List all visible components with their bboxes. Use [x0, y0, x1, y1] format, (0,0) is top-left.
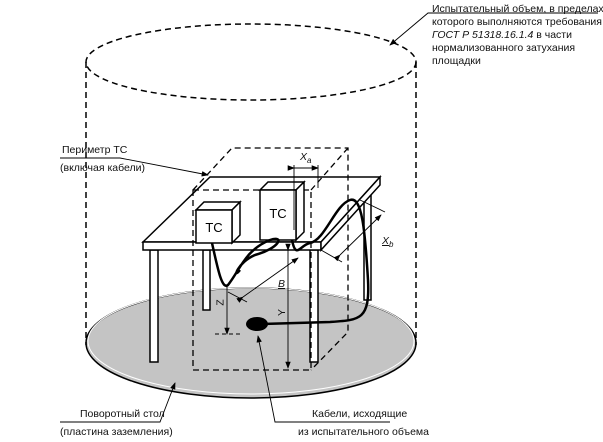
- dim-xb: Xb: [382, 235, 394, 250]
- eut-perimeter-box: [192, 147, 349, 371]
- perimeter-label-sub: (включая кабели): [60, 162, 146, 174]
- turntable-label-sub: (пластина заземления): [60, 426, 173, 438]
- device-small: [194, 200, 242, 245]
- cables-label: Кабели, исходящие: [312, 408, 408, 420]
- dimension-lines: [215, 165, 386, 369]
- test-volume-label: Испытательный объем, в пределах которого…: [432, 3, 603, 67]
- turntable-label: Поворотный стол: [80, 408, 165, 420]
- dim-y: Y: [276, 308, 289, 317]
- dim-b: B: [278, 278, 286, 290]
- dim-xa: Xa: [300, 151, 312, 166]
- device-label: ТС: [269, 206, 286, 221]
- perimeter-label: Периметр ТС: [62, 144, 128, 156]
- test-volume-cylinder: [85, 23, 417, 345]
- cables-label-sub: из испытательного объема: [298, 426, 429, 438]
- dim-z: Z: [214, 299, 227, 306]
- device-label: ТС: [205, 220, 222, 235]
- cable-exit-point: [246, 317, 268, 331]
- leader-lines: [60, 12, 598, 423]
